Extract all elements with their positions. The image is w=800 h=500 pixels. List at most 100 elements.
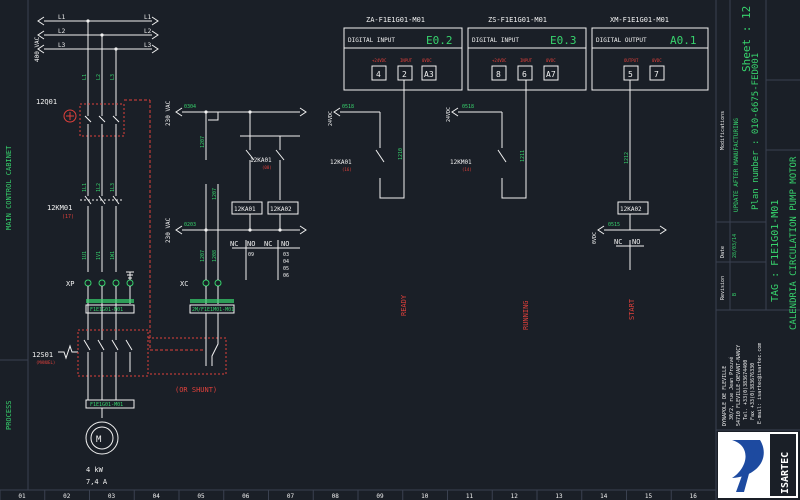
local-switch-tag: 12S01 bbox=[32, 351, 53, 359]
terminal-xp-label: XP bbox=[66, 280, 74, 288]
svg-text:A7: A7 bbox=[546, 70, 556, 79]
control-voltage-low: 230 VAC bbox=[165, 217, 172, 243]
svg-text:12KA02: 12KA02 bbox=[620, 206, 642, 213]
svg-text:(08): (08) bbox=[262, 165, 272, 170]
svg-text:NC: NC bbox=[614, 238, 622, 246]
relay-coil-12KA01 bbox=[231, 201, 263, 215]
svg-text:24VDC: 24VDC bbox=[446, 107, 452, 122]
svg-text:1L2: 1L2 bbox=[96, 183, 102, 192]
column-number: 14 bbox=[600, 493, 608, 500]
column-number: 07 bbox=[287, 493, 295, 500]
svg-text:DYNAPOLE DE FLEVILLE: DYNAPOLE DE FLEVILLE bbox=[722, 366, 728, 426]
svg-text:06: 06 bbox=[283, 273, 289, 279]
svg-text:54710 FLEVILLE-DEVANT-NANCY: 54710 FLEVILLE-DEVANT-NANCY bbox=[736, 345, 742, 426]
signal-start: START bbox=[628, 298, 636, 320]
terminal-xp-tag-box bbox=[85, 304, 135, 314]
svg-text:2M/F1E1M01-M01: 2M/F1E1M01-M01 bbox=[192, 307, 234, 313]
svg-text:1V1: 1V1 bbox=[96, 251, 102, 260]
column-number: 02 bbox=[63, 493, 71, 500]
title-block: Revision Date Modifications B 28/03/14 U… bbox=[716, 0, 800, 431]
svg-text:0304: 0304 bbox=[184, 104, 196, 110]
column-number: 15 bbox=[645, 493, 653, 500]
svg-text:NO: NO bbox=[281, 240, 289, 248]
breaker-tag: 12Q01 bbox=[36, 98, 57, 106]
svg-text:0518: 0518 bbox=[342, 104, 354, 110]
svg-text:(14): (14) bbox=[462, 167, 472, 172]
main-cabinet-label: MAIN CONTROL CABINET bbox=[5, 145, 13, 230]
terminal-xc-label: XC bbox=[180, 280, 188, 288]
column-number: 09 bbox=[376, 493, 384, 500]
svg-text:1211: 1211 bbox=[520, 150, 526, 162]
svg-text:05: 05 bbox=[283, 266, 289, 272]
svg-text:L2: L2 bbox=[96, 74, 102, 80]
io-module-1-title: ZA-F1E1G01-M01 bbox=[366, 16, 425, 24]
svg-text:1U1: 1U1 bbox=[82, 251, 88, 260]
phase-l3-left: L3 bbox=[58, 42, 66, 49]
column-number: 11 bbox=[466, 493, 474, 500]
process-label: PROCESS bbox=[5, 400, 13, 430]
svg-text:4: 4 bbox=[376, 70, 381, 79]
column-number: 01 bbox=[18, 493, 26, 500]
svg-text:Date: Date bbox=[720, 246, 726, 258]
modification-text: UPDATE AFTER MANUFACTURING bbox=[733, 118, 740, 212]
svg-text:Fax +33(0)383676330: Fax +33(0)383676330 bbox=[750, 363, 756, 420]
tag-value: TAG : F1E1G01-M01 bbox=[770, 200, 781, 302]
svg-text:DIGITAL INPUT: DIGITAL INPUT bbox=[348, 37, 395, 44]
phase-l2-left: L2 bbox=[58, 28, 66, 35]
svg-text:0515: 0515 bbox=[608, 222, 620, 228]
svg-text:1207: 1207 bbox=[200, 136, 206, 148]
io-contact-2-tag: 12KM01 bbox=[450, 159, 472, 166]
control-voltage-high: 230 VAC bbox=[165, 100, 172, 126]
motor-current: 7,4 A bbox=[86, 478, 108, 486]
svg-text:Tel. +33(0)383674400: Tel. +33(0)383674400 bbox=[743, 360, 749, 420]
terminal-xp-tag: F1E1G01-M01 bbox=[90, 307, 123, 313]
io-module-3-title: XM-F1E1G01-M01 bbox=[610, 16, 669, 24]
svg-text:+24VDC: +24VDC bbox=[492, 58, 507, 63]
svg-text:L3: L3 bbox=[110, 74, 116, 80]
svg-text:0518: 0518 bbox=[462, 104, 474, 110]
column-number: 03 bbox=[108, 493, 116, 500]
svg-text:04: 04 bbox=[283, 259, 289, 265]
sheet-number: Sheet : 12 bbox=[740, 6, 753, 72]
shunt-box bbox=[147, 337, 227, 375]
motor-symbol bbox=[85, 421, 119, 455]
svg-text:(16): (16) bbox=[342, 167, 352, 172]
motor-tag-box bbox=[85, 399, 135, 409]
svg-text:1207: 1207 bbox=[200, 250, 206, 262]
plan-number: Plan number : 010-6675-FED001 bbox=[751, 53, 761, 210]
svg-text:1207: 1207 bbox=[212, 188, 218, 200]
svg-text:1210: 1210 bbox=[398, 148, 404, 160]
svg-text:7: 7 bbox=[654, 70, 659, 79]
io-module-2-addr: E0.3 bbox=[550, 34, 577, 47]
svg-text:12KA02: 12KA02 bbox=[270, 206, 292, 213]
svg-text:0203: 0203 bbox=[184, 222, 196, 228]
column-number: 08 bbox=[332, 493, 340, 500]
earth-icon bbox=[126, 271, 134, 280]
phase-l3-right: L3 bbox=[144, 42, 152, 49]
svg-text:1W1: 1W1 bbox=[110, 251, 116, 260]
svg-text:OUTPUT: OUTPUT bbox=[624, 58, 639, 63]
svg-text:6: 6 bbox=[522, 70, 527, 79]
local-switch-actuator bbox=[58, 344, 78, 360]
svg-text:2: 2 bbox=[402, 70, 407, 79]
breaker-thermal-icon bbox=[63, 109, 77, 123]
column-number: 12 bbox=[511, 493, 519, 500]
svg-text:DIGITAL OUTPUT: DIGITAL OUTPUT bbox=[596, 37, 647, 44]
svg-text:03: 03 bbox=[283, 252, 289, 258]
isartec-logo: ISARTEC bbox=[718, 432, 798, 498]
signal-running: RUNNING bbox=[522, 300, 530, 330]
io-coil-12KA02 bbox=[617, 201, 649, 215]
svg-text:INPUT: INPUT bbox=[520, 58, 533, 63]
io-module-start: XM-F1E1G01-M01 DIGITAL OUTPUT A0.1 OUTPU… bbox=[591, 16, 709, 91]
column-number: 16 bbox=[690, 493, 698, 500]
terminal-xc-tag-box bbox=[189, 304, 235, 314]
bus-arrows-right bbox=[151, 16, 159, 54]
svg-text:1208: 1208 bbox=[212, 250, 218, 262]
io-module-running: ZS-F1E1G01-M01 DIGITAL INPUT E0.3 +24VDC… bbox=[467, 16, 587, 91]
phase-l2-right: L2 bbox=[144, 28, 152, 35]
column-number: 13 bbox=[555, 493, 563, 500]
svg-text:+24VDC: +24VDC bbox=[372, 58, 387, 63]
svg-text:(MANUEL): (MANUEL) bbox=[36, 360, 55, 365]
